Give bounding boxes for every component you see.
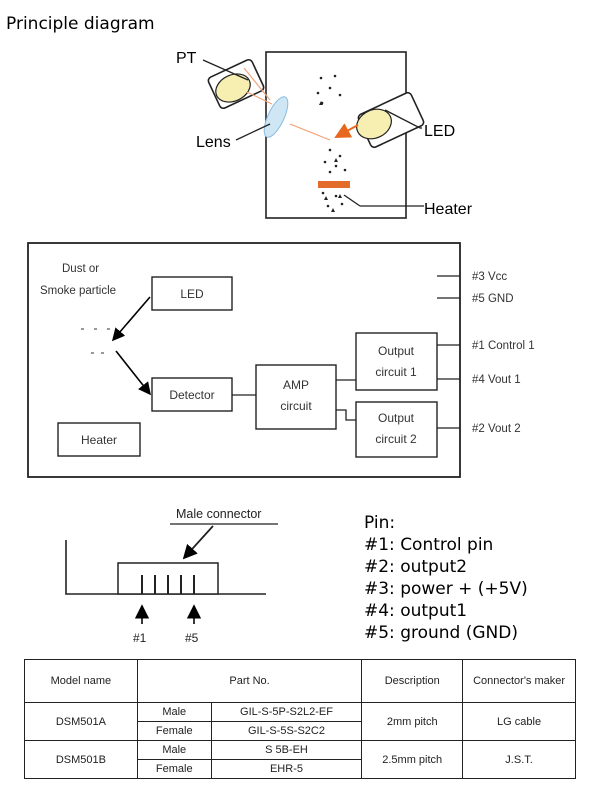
pin-label-vcc: #3 Vcc (472, 271, 507, 283)
pin-label-gnd: #5 GND (472, 293, 514, 305)
amp-block (255, 364, 337, 430)
pin-label-vout1: #4 Vout 1 (472, 374, 521, 386)
model-cell: DSM501B (24, 740, 138, 779)
led-label: LED (424, 123, 455, 140)
pin-item: #5: ground (GND) (364, 623, 518, 643)
led-block (151, 276, 233, 311)
table-row: DSM501B Male S 5B-EH 2.5mm pitch J.S.T. (24, 740, 576, 779)
block-diagram (27, 242, 461, 478)
particles-icon (316, 74, 347, 212)
model-cell: DSM501A (24, 702, 138, 741)
dust-label-line1: Dust or (62, 263, 99, 275)
header-model-name: Model name (24, 659, 138, 703)
table-row: Female EHR-5 (25, 759, 576, 779)
gender-cell: Male (136, 702, 212, 722)
detector-block-label: Detector (169, 388, 214, 402)
output-circuit-1-block (355, 332, 438, 391)
pin-item: #1: Control pin (364, 535, 494, 555)
header-part-no: Part No. (136, 659, 363, 703)
pin-label-vout2: #2 Vout 2 (472, 423, 521, 435)
light-ray (243, 67, 359, 141)
maker-cell: LG cable (462, 702, 576, 741)
header-connector-maker: Connector's maker (462, 659, 576, 703)
amp-block-label-line2: circuit (280, 399, 312, 413)
pin-item: #3: power + (+5V) (364, 579, 528, 599)
pt-label: PT (176, 50, 197, 67)
lens-label: Lens (196, 134, 231, 151)
output2-label-line1: Output (378, 411, 415, 425)
heater-block (57, 422, 141, 457)
gender-cell: Male (136, 740, 212, 760)
table-row: Female GIL-S-5S-S2C2 (25, 721, 576, 741)
lens-icon (263, 96, 289, 138)
output1-label-line1: Output (378, 344, 415, 358)
led-block-label: LED (180, 287, 204, 301)
output1-label-line2: circuit 1 (375, 365, 417, 379)
male-connector-icon (65, 523, 278, 624)
pin-description-list: Pin: #1: Control pin #2: output2 #3: pow… (364, 512, 528, 644)
pin-item: #2: output2 (364, 557, 468, 577)
table-row: DSM501A Male GIL-S-5P-S2L2-EF 2mm pitch … (24, 702, 576, 741)
table-header-row: Model name Part No. Description Connecto… (24, 659, 576, 703)
heater-icon (318, 181, 350, 188)
pin-label-control1: #1 Control 1 (472, 340, 535, 352)
page-title: Principle diagram (6, 14, 155, 34)
phototransistor-icon (207, 58, 265, 110)
part-cell: S 5B-EH (210, 740, 363, 760)
led-icon (356, 91, 425, 149)
description-cell: 2.5mm pitch (361, 740, 464, 779)
pin-last-label: #5 (185, 631, 199, 645)
pin-heading: Pin: (364, 513, 396, 533)
part-cell: GIL-S-5S-S2C2 (210, 721, 363, 741)
heater-block-label: Heater (81, 433, 117, 447)
description-cell: 2mm pitch (361, 702, 464, 741)
part-cell: EHR-5 (210, 759, 363, 779)
maker-cell: J.S.T. (462, 740, 576, 779)
male-connector-label: Male connector (176, 507, 261, 521)
pin-item: #4: output1 (364, 601, 468, 621)
gender-cell: Female (136, 759, 212, 779)
gender-cell: Female (136, 721, 212, 741)
connector-spec-table: Model name Part No. Description Connecto… (24, 659, 576, 779)
part-cell: GIL-S-5P-S2L2-EF (210, 702, 363, 722)
callout-lines (202, 59, 424, 207)
output2-label-line2: circuit 2 (375, 432, 417, 446)
dust-dots-icon (81, 328, 110, 354)
heater-label: Heater (424, 201, 473, 218)
pin-first-label: #1 (133, 631, 147, 645)
dust-label-line2: Smoke particle (40, 285, 116, 297)
amp-block-label-line1: AMP (283, 378, 309, 392)
output-circuit-2-block (355, 401, 438, 458)
header-description: Description (361, 659, 464, 703)
